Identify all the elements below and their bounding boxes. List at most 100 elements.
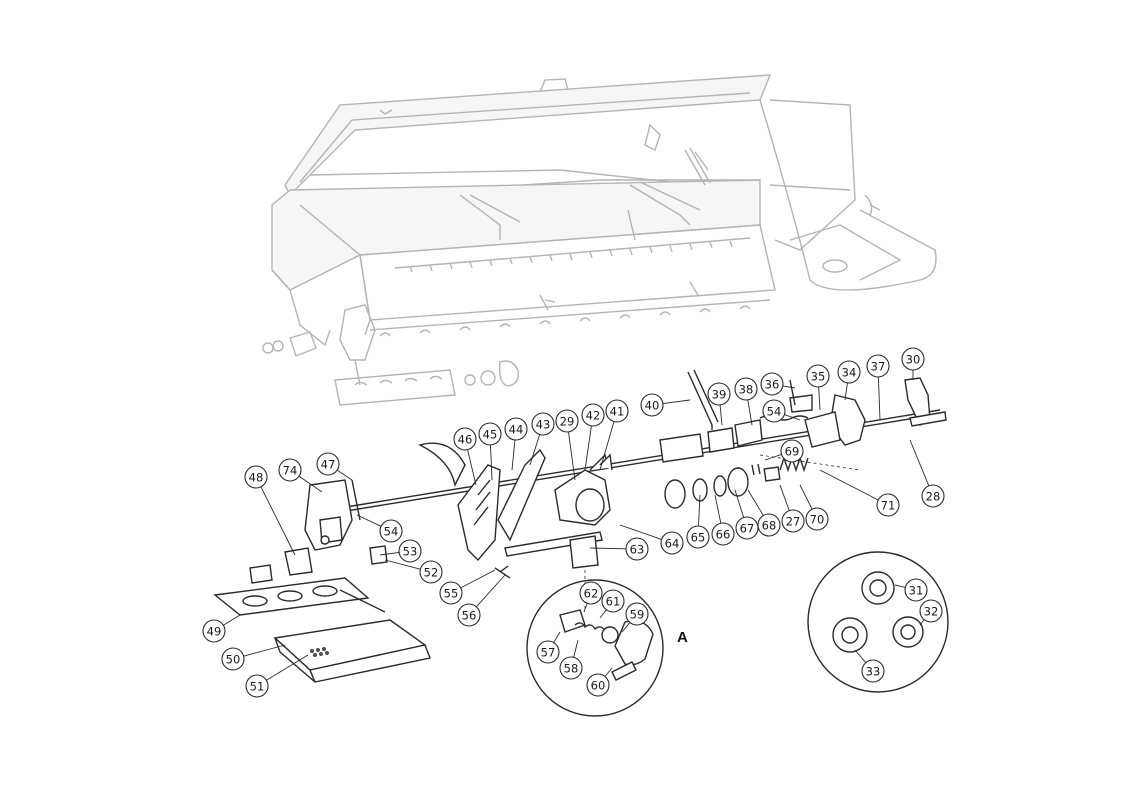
callout-number: 30 (906, 353, 921, 367)
callout-57: 57 (536, 631, 561, 664)
callout-36: 36 (760, 372, 796, 396)
leader-line (909, 439, 930, 486)
leader-line (844, 382, 848, 401)
callout-circle (919, 599, 943, 623)
callout-54: 54 (762, 399, 801, 423)
callout-number: 33 (866, 665, 881, 679)
callout-number: 44 (509, 423, 524, 437)
callout-number: 54 (767, 405, 782, 419)
callout-number: 53 (403, 545, 418, 559)
leader-line (266, 654, 309, 681)
callout-37: 37 (866, 354, 890, 421)
callout-number: 38 (739, 383, 754, 397)
callout-circle (504, 417, 528, 441)
callout-circle (904, 578, 928, 602)
callout-27: 27 (779, 484, 805, 533)
callout-31: 31 (894, 578, 928, 602)
callout-circle (586, 673, 610, 697)
callout-34: 34 (837, 360, 861, 401)
callout-circle (876, 493, 900, 517)
callout-44: 44 (504, 417, 528, 471)
callout-47: 47 (316, 452, 353, 481)
leader-line (599, 609, 607, 619)
leader-line (573, 639, 579, 658)
callout-42: 42 (581, 403, 605, 471)
callout-number: 34 (842, 366, 857, 380)
callout-number: 58 (564, 662, 579, 676)
callout-number: 52 (424, 566, 439, 580)
callout-circle (734, 377, 758, 401)
callout-number: 49 (207, 625, 222, 639)
callout-circle (457, 603, 481, 627)
callout-number: 65 (691, 531, 706, 545)
callout-35: 35 (806, 364, 830, 411)
leader-line (568, 431, 576, 481)
callout-69: 69 (764, 439, 804, 463)
callout-circle (711, 522, 735, 546)
callout-60: 60 (586, 667, 613, 697)
callout-circle (781, 509, 805, 533)
callout-39: 39 (707, 382, 731, 426)
callout-number: 61 (606, 595, 621, 609)
callout-number: 41 (610, 405, 625, 419)
leader-line (460, 569, 496, 589)
callout-74: 74 (278, 458, 323, 493)
callout-number: 63 (630, 543, 645, 557)
leader-line (511, 439, 516, 471)
callout-32: 32 (919, 599, 943, 626)
callout-number: 27 (786, 515, 801, 529)
callout-63: 63 (589, 537, 649, 561)
callout-circle (625, 602, 649, 626)
callout-28: 28 (909, 439, 945, 508)
callout-number: 74 (283, 464, 298, 478)
callout-circle (245, 674, 269, 698)
leader-line (819, 469, 879, 501)
callout-68: 68 (747, 489, 781, 537)
callout-number: 68 (762, 519, 777, 533)
callout-circle (419, 560, 443, 584)
callout-number: 35 (811, 370, 826, 384)
detail-a-view (526, 579, 664, 717)
detail-view-label: A (677, 629, 688, 646)
callout-46: 46 (453, 427, 477, 486)
callout-circle (762, 399, 786, 423)
callout-number: 40 (645, 399, 660, 413)
leader-line (467, 449, 477, 486)
callout-circle (805, 507, 829, 531)
callout-circle (660, 531, 684, 555)
callout-circle (760, 372, 784, 396)
leader-line (604, 667, 613, 677)
leader-line (619, 524, 662, 540)
callout-number: 42 (586, 409, 601, 423)
callout-71: 71 (819, 469, 900, 517)
callout-number: 36 (765, 378, 780, 392)
callout-62: 62 (579, 581, 603, 613)
leader-line (243, 644, 286, 657)
leader-line (719, 404, 723, 426)
leader-line (336, 469, 353, 481)
leader-line (529, 434, 541, 466)
right-shaft-parts (659, 369, 947, 509)
callout-circle (316, 452, 340, 476)
callout-56: 56 (457, 574, 506, 627)
leader-line (476, 574, 506, 608)
callout-circle (735, 516, 759, 540)
leader-line (734, 489, 745, 518)
leader-line (764, 454, 782, 461)
leader-line (260, 486, 296, 556)
callout-number: 64 (665, 537, 680, 551)
callout-circle (837, 360, 861, 384)
callout-circle (531, 412, 555, 436)
leader-line (779, 484, 790, 511)
leader-line (854, 649, 867, 663)
callout-number: 45 (483, 428, 498, 442)
callout-number: 28 (926, 490, 941, 504)
callout-circle (478, 422, 502, 446)
callout-number: 55 (444, 587, 459, 601)
callout-circle (555, 409, 579, 433)
callout-number: 50 (226, 653, 241, 667)
leader-line (384, 559, 421, 570)
callout-number: 67 (740, 522, 755, 536)
callout-number: 31 (909, 584, 924, 598)
